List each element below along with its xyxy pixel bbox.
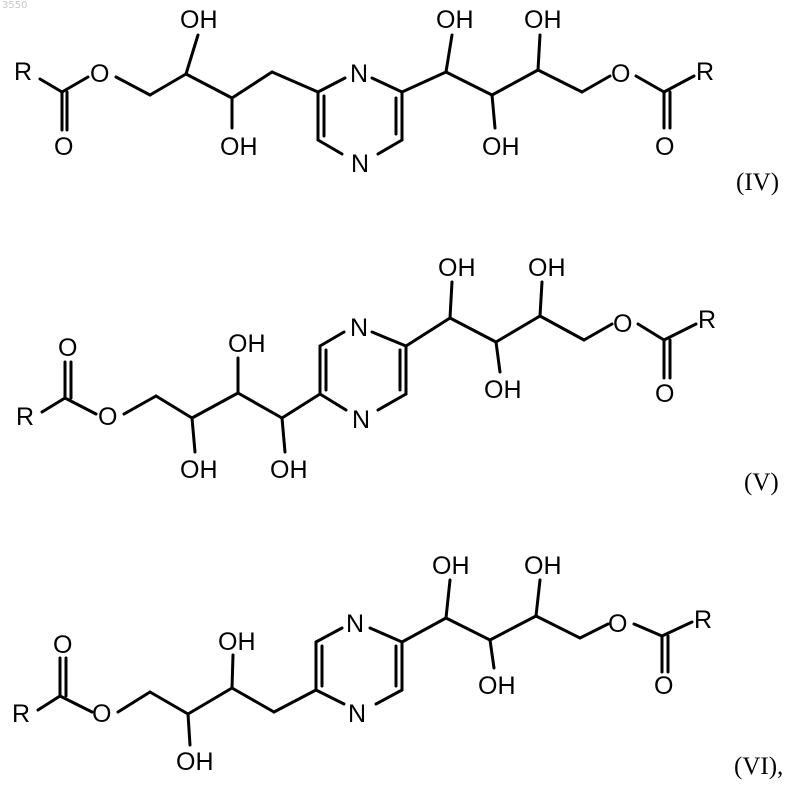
atom-label: O [655, 133, 674, 161]
atom-label: N [346, 610, 364, 638]
atom-label: OH [484, 376, 522, 404]
atom-label: R [16, 403, 34, 431]
atom-label: R [12, 700, 30, 728]
atom-label: O [613, 310, 632, 338]
atom-label: OH [528, 254, 566, 282]
atom-label: O [92, 700, 111, 728]
atom-label: O [90, 60, 109, 88]
atom-label: OH [220, 133, 258, 161]
atom-label: OH [228, 330, 266, 358]
atom-label: R [698, 306, 716, 334]
atom-label: O [655, 380, 674, 408]
atom-label: OH [438, 254, 476, 282]
atom-label: N [350, 60, 368, 88]
atom-label: N [350, 314, 368, 342]
compound-label-v: (V) [744, 469, 779, 496]
atom-label: O [654, 672, 673, 700]
atom-label: OH [432, 552, 470, 580]
atom-label: O [53, 631, 72, 659]
atom-label: OH [270, 456, 308, 484]
atom-label: O [608, 610, 627, 638]
bonds-compound-iv [40, 35, 694, 154]
atom-label: O [611, 60, 630, 88]
atom-label: OH [218, 628, 256, 656]
compound-label-vi: (VI), [734, 753, 783, 780]
atom-label: R [14, 58, 32, 86]
atom-label: OH [524, 552, 562, 580]
atom-label: OH [482, 133, 520, 161]
atom-label: O [98, 403, 117, 431]
atom-label: N [352, 406, 370, 434]
atom-label: O [54, 133, 73, 161]
compound-label-iv: (IV) [736, 169, 779, 196]
atom-label: R [694, 606, 712, 634]
atom-label: N [351, 150, 369, 178]
atom-label: R [696, 58, 714, 86]
atom-label: OH [436, 6, 474, 34]
atom-label: OH [180, 456, 218, 484]
atom-label: OH [180, 6, 218, 34]
atom-label: OH [524, 6, 562, 34]
atom-label: OH [176, 748, 214, 776]
atom-label: OH [478, 672, 516, 700]
bonds [38, 35, 696, 745]
atom-label: O [58, 334, 77, 362]
atom-label: N [348, 700, 366, 728]
